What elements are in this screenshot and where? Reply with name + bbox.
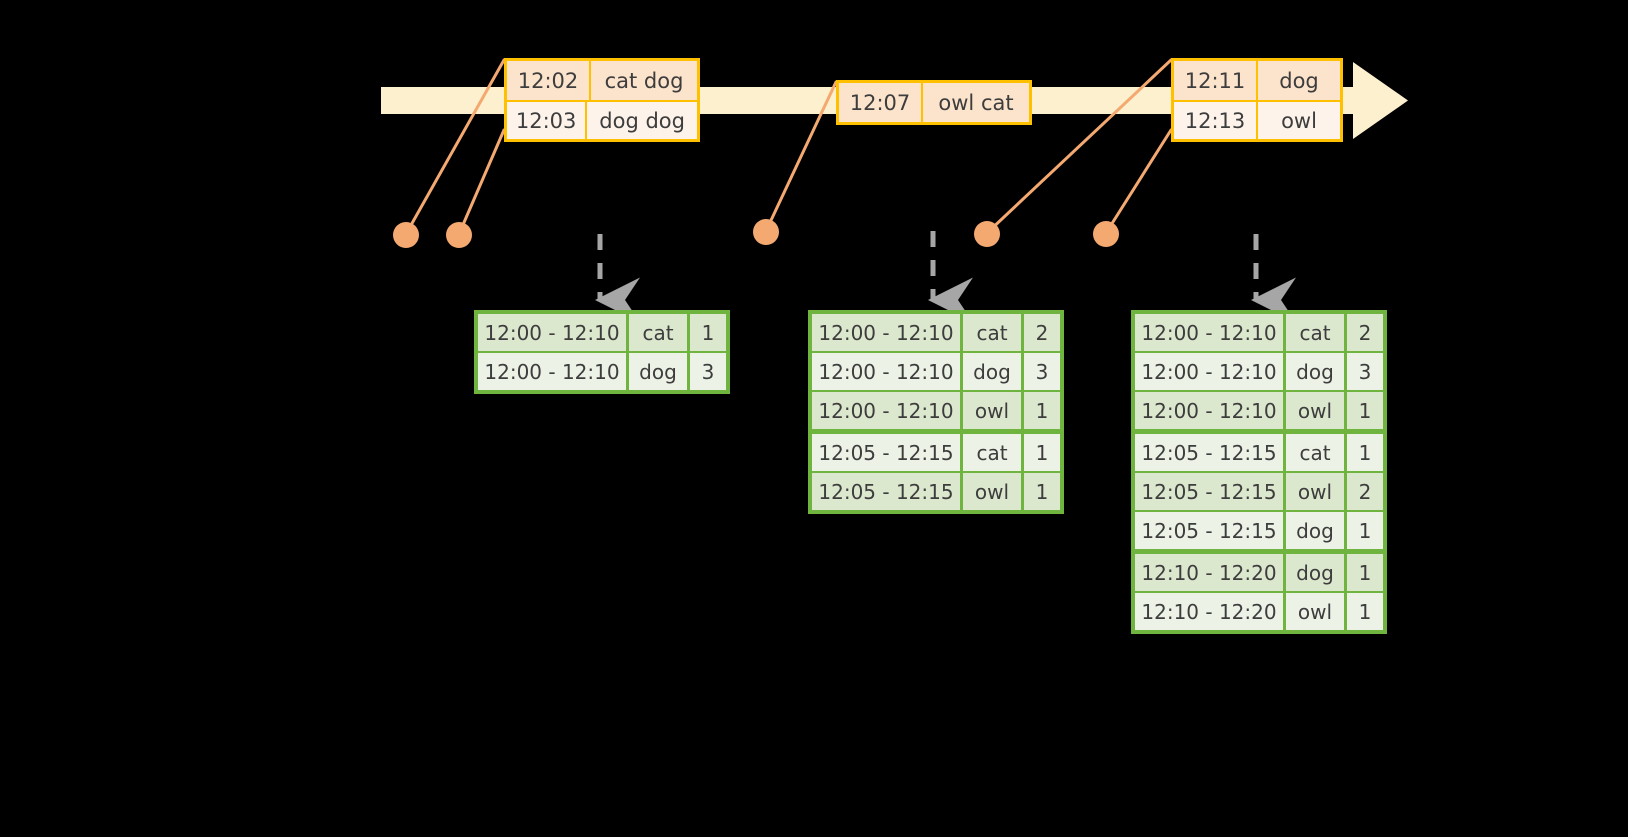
- cell-count: 1: [1347, 554, 1383, 591]
- event-time: 12:03: [507, 102, 588, 139]
- cell-window: 12:00 - 12:10: [478, 353, 626, 390]
- cell-window: 12:10 - 12:20: [1135, 554, 1283, 591]
- cell-word: cat: [963, 434, 1021, 471]
- cell-count: 1: [690, 314, 726, 351]
- connector-line-1: [404, 58, 506, 236]
- cell-window: 12:00 - 12:10: [812, 314, 960, 351]
- cell-word: dog: [1286, 554, 1344, 591]
- event-group-1: 12:02 cat dog 12:03 dog dog: [504, 58, 700, 142]
- event-words: owl: [1258, 102, 1340, 139]
- cell-word: dog: [963, 353, 1021, 390]
- cell-window: 12:00 - 12:10: [1135, 353, 1283, 390]
- cell-word: cat: [963, 314, 1021, 351]
- connector-line-3: [764, 80, 838, 233]
- cell-word: cat: [1286, 434, 1344, 471]
- connector-line-5: [1104, 128, 1173, 235]
- processing-dot-2: [446, 222, 472, 248]
- cell-window: 12:00 - 12:10: [812, 353, 960, 390]
- cell-count: 1: [1347, 593, 1383, 630]
- event-words: dog: [1258, 61, 1340, 100]
- cell-word: owl: [1286, 392, 1344, 429]
- processing-dot-5: [1093, 221, 1119, 247]
- cell-count: 2: [1347, 473, 1383, 510]
- cell-window: 12:05 - 12:15: [1135, 434, 1283, 471]
- event-group-2: 12:07 owl cat: [836, 80, 1032, 125]
- emit-arrows: [595, 231, 1296, 323]
- processing-dot-1: [393, 222, 419, 248]
- cell-word: owl: [963, 473, 1021, 510]
- cell-window: 12:05 - 12:15: [812, 434, 960, 471]
- cell-window: 12:00 - 12:10: [812, 392, 960, 429]
- event-group-3: 12:11 dog 12:13 owl: [1171, 58, 1343, 142]
- cell-word: owl: [963, 392, 1021, 429]
- cell-count: 1: [1347, 434, 1383, 471]
- cell-window: 12:05 - 12:15: [1135, 473, 1283, 510]
- event-row: 12:02 cat dog: [507, 61, 697, 100]
- event-row: 12:03 dog dog: [507, 100, 697, 139]
- cell-count: 3: [690, 353, 726, 390]
- cell-window: 12:10 - 12:20: [1135, 593, 1283, 630]
- cell-word: dog: [1286, 512, 1344, 549]
- event-words: owl cat: [923, 83, 1029, 122]
- cell-count: 2: [1024, 314, 1060, 351]
- cell-word: cat: [1286, 314, 1344, 351]
- cell-count: 1: [1024, 434, 1060, 471]
- event-time: 12:13: [1174, 102, 1258, 139]
- cell-word: owl: [1286, 473, 1344, 510]
- event-row: 12:11 dog: [1174, 61, 1340, 100]
- event-row: 12:07 owl cat: [839, 83, 1029, 122]
- event-time: 12:07: [839, 83, 923, 122]
- cell-word: dog: [1286, 353, 1344, 390]
- cell-count: 3: [1024, 353, 1060, 390]
- cell-count: 1: [1347, 512, 1383, 549]
- processing-time-dots: [393, 219, 1119, 248]
- cell-count: 1: [1024, 473, 1060, 510]
- event-row: 12:13 owl: [1174, 100, 1340, 139]
- cell-count: 2: [1347, 314, 1383, 351]
- processing-dot-3: [753, 219, 779, 245]
- event-time: 12:02: [507, 61, 591, 100]
- cell-count: 1: [1024, 392, 1060, 429]
- cell-window: 12:00 - 12:10: [478, 314, 626, 351]
- event-words: dog dog: [587, 102, 697, 139]
- cell-word: owl: [1286, 593, 1344, 630]
- cell-window: 12:05 - 12:15: [1135, 512, 1283, 549]
- cell-window: 12:00 - 12:10: [1135, 392, 1283, 429]
- cell-word: dog: [629, 353, 687, 390]
- cell-word: cat: [629, 314, 687, 351]
- event-time: 12:11: [1174, 61, 1258, 100]
- cell-count: 1: [1347, 392, 1383, 429]
- cell-window: 12:05 - 12:15: [812, 473, 960, 510]
- connector-line-2: [457, 128, 506, 236]
- cell-count: 3: [1347, 353, 1383, 390]
- cell-window: 12:00 - 12:10: [1135, 314, 1283, 351]
- processing-dot-4: [974, 221, 1000, 247]
- event-words: cat dog: [591, 61, 697, 100]
